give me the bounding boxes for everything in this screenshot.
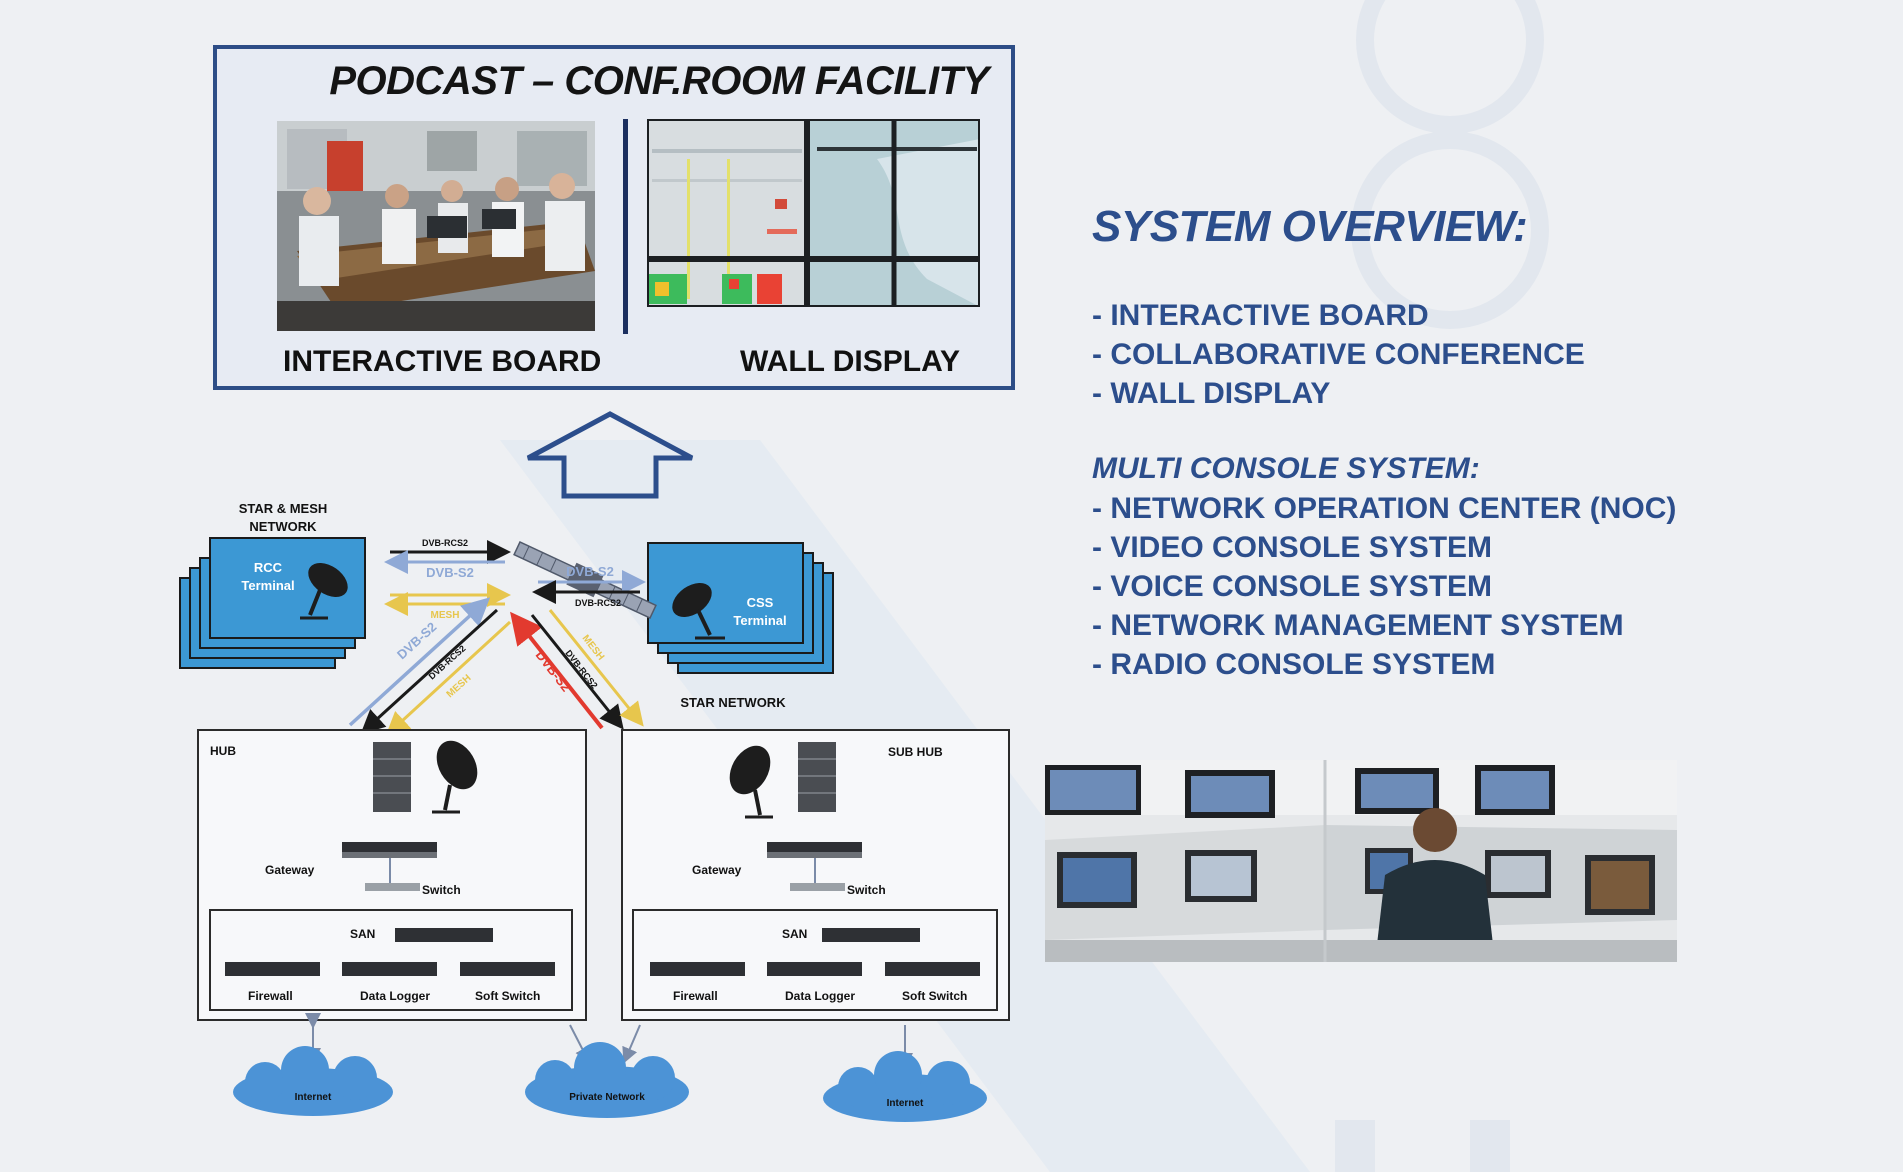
link-label: MESH [431,610,460,621]
cloud-label: Internet [295,1092,332,1103]
overview-item: - INTERACTIVE BOARD [1092,299,1429,332]
multi-console-item: - RADIO CONSOLE SYSTEM [1092,648,1496,681]
link-label: DVB-RCS2 [422,538,468,548]
multi-console-title: MULTI CONSOLE SYSTEM: [1092,452,1480,485]
rcc-terminal-label: Terminal [241,578,294,593]
conference-facility-panel: PODCAST – CONF.ROOM FACILITY [213,45,1015,390]
san-storage-icon [822,928,920,942]
star-mesh-label-2: NETWORK [249,519,317,534]
multi-console-list: - NETWORK OPERATION CENTER (NOC) - VIDEO… [1092,489,1676,684]
gateway-label: Gateway [692,863,742,877]
switch-icon [790,883,845,891]
switch-label: Switch [422,883,461,897]
star-mesh-label: STAR & MESH [239,501,328,516]
san-storage-icon [395,928,493,942]
gateway-label: Gateway [265,863,315,877]
system-overview-list: - INTERACTIVE BOARD - COLLABORATIVE CONF… [1092,296,1585,413]
server-rack-icon [798,742,836,812]
gateway-icon [767,842,862,858]
interactive-board-label: INTERACTIVE BOARD [283,345,602,378]
hub-box: HUB Gateway Switch SAN Firewall Data Log… [197,729,587,1021]
multi-console-item: - VIDEO CONSOLE SYSTEM [1092,531,1493,564]
facility-title: PODCAST – CONF.ROOM FACILITY [329,59,989,103]
soft-switch-label: Soft Switch [902,989,967,1003]
sub-hub-box: SUB HUB Gateway Switch SAN Firewall Data… [621,729,1010,1021]
link-label: MESH [580,633,606,663]
network-diagram: STAR & MESH NETWORK RCC Terminal CSS Ter… [179,501,1010,1122]
overview-item: - WALL DISPLAY [1092,377,1331,410]
firewall-label: Firewall [248,989,293,1003]
link-label: DVB-S2 [426,565,474,580]
switch-icon [365,883,420,891]
wall-display-label: WALL DISPLAY [740,345,961,378]
link-label: DVB-RCS2 [575,598,621,608]
rcc-terminal: RCC Terminal [179,537,366,669]
dish-icon [729,745,773,819]
firewall-label: Firewall [673,989,718,1003]
interactive-board-photo [277,121,595,331]
cloud-label: Private Network [569,1092,645,1103]
link-label: DVB-S2 [394,619,439,662]
dish-icon [432,740,478,814]
css-label: CSS [747,595,774,610]
star-network-label: STAR NETWORK [680,695,786,710]
internet-cloud-icon: Internet [823,1051,987,1122]
firewall-icon [650,962,745,976]
sub-hub-title: SUB HUB [888,745,943,759]
up-arrow-icon [526,411,694,499]
control-room-photo [1045,760,1677,962]
data-logger-label: Data Logger [785,989,855,1003]
san-label: SAN [782,927,807,941]
dish-icon [672,582,725,640]
css-terminal-label: Terminal [733,613,786,628]
multi-console-item: - VOICE CONSOLE SYSTEM [1092,570,1493,603]
multi-console-item: - NETWORK MANAGEMENT SYSTEM [1092,609,1624,642]
data-logger-icon [767,962,862,976]
data-logger-label: Data Logger [360,989,430,1003]
gateway-icon [342,842,437,858]
wall-display-photo [647,119,980,307]
server-rack-icon [373,742,411,812]
private-network-cloud-icon: Private Network [525,1042,689,1118]
multi-console-item: - NETWORK OPERATION CENTER (NOC) [1092,492,1677,525]
soft-switch-label: Soft Switch [475,989,540,1003]
rcc-label: RCC [254,560,283,575]
firewall-icon [225,962,320,976]
soft-switch-icon [460,962,555,976]
panel-divider [623,119,628,334]
san-label: SAN [350,927,375,941]
dish-icon [300,562,348,620]
data-logger-icon [342,962,437,976]
css-terminal: CSS Terminal [647,542,834,674]
switch-label: Switch [847,883,886,897]
cloud-label: Internet [887,1098,924,1109]
system-overview-title: SYSTEM OVERVIEW: [1092,202,1528,251]
hub-title: HUB [210,744,236,758]
link-label: DVB-S2 [566,564,614,579]
soft-switch-icon [885,962,980,976]
internet-cloud-icon: Internet [233,1046,393,1116]
overview-item: - COLLABORATIVE CONFERENCE [1092,338,1585,371]
satellite-icon [513,540,657,620]
